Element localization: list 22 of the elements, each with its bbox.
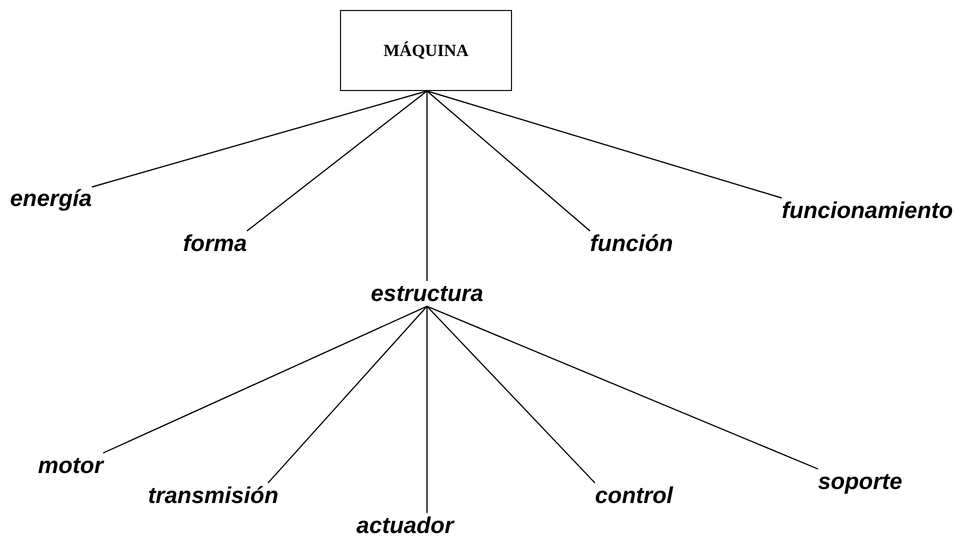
connector-line — [426, 91, 428, 281]
connector-line — [268, 306, 428, 484]
title-box — [340, 10, 512, 91]
connector-line — [426, 306, 596, 484]
connector-line — [426, 306, 818, 470]
connector-line — [426, 306, 428, 513]
connector-line — [426, 90, 590, 232]
connector-line — [426, 90, 782, 199]
concept-label: función — [590, 230, 674, 256]
connector-line — [92, 90, 428, 188]
concept-label: funcionamiento — [782, 197, 953, 223]
box-title: MÁQUINA — [384, 40, 468, 60]
connector-line — [246, 90, 428, 232]
concept-label: soporte — [818, 468, 902, 494]
concept-label: estructura — [370, 280, 484, 306]
concept-label: forma — [183, 230, 247, 256]
concept-label: control — [595, 482, 673, 508]
concept-label: actuador — [356, 512, 454, 538]
concept-label: energía — [10, 185, 92, 211]
concept-label: motor — [38, 452, 104, 478]
connector-line — [102, 306, 428, 454]
concept-label: transmisión — [148, 482, 278, 508]
